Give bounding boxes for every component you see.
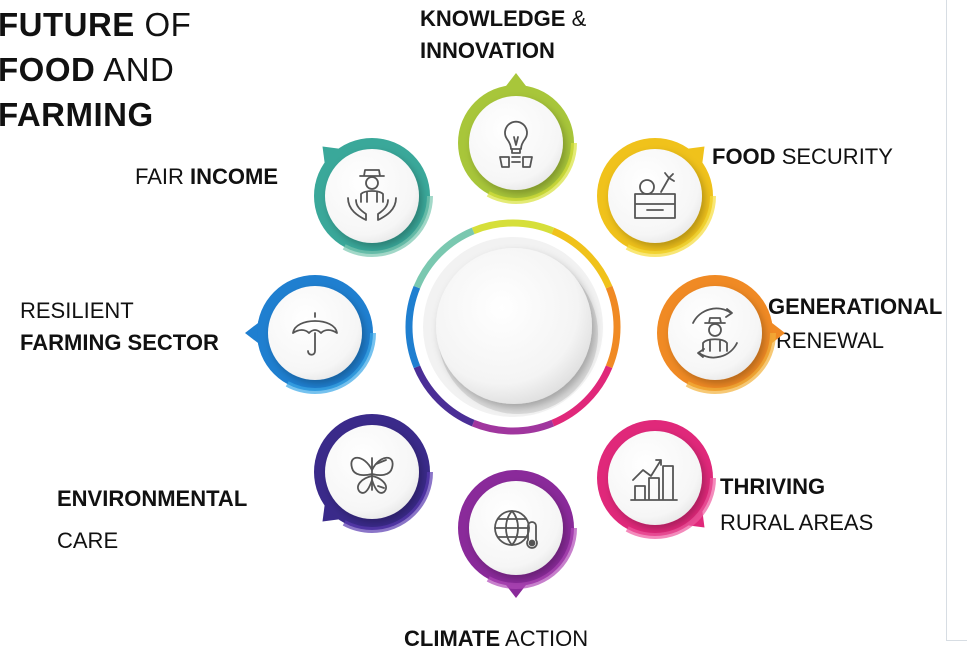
label-text: RESILIENT bbox=[20, 298, 134, 323]
label-food-security: FOOD SECURITY bbox=[712, 144, 893, 170]
label-knowledge-innovation: KNOWLEDGE & INNOVATION bbox=[420, 6, 586, 64]
title-word: AND bbox=[103, 51, 175, 88]
label-bold: INCOME bbox=[190, 164, 279, 189]
label-bold: FOOD bbox=[712, 144, 776, 169]
hub-ring-segment bbox=[471, 219, 555, 235]
hub-ring-segment bbox=[405, 285, 421, 369]
label-bold: GENERATIONAL bbox=[768, 294, 943, 319]
central-hub bbox=[436, 248, 592, 404]
globe-thermometer-icon bbox=[494, 510, 538, 549]
node-environmental bbox=[311, 411, 433, 533]
title-word: FUTURE bbox=[0, 6, 135, 43]
hub-ring-segment bbox=[413, 227, 475, 289]
growth-chart-icon bbox=[630, 459, 678, 501]
label-text: CARE bbox=[57, 528, 119, 553]
node-generational bbox=[654, 272, 785, 394]
label-fair-income: FAIR INCOME bbox=[135, 164, 278, 190]
node-ring-highlight bbox=[311, 135, 433, 257]
label-text: ACTION bbox=[505, 626, 589, 651]
diagram-title: FUTURE OF FOOD AND FARMING bbox=[0, 2, 191, 137]
node-ring-highlight bbox=[594, 135, 716, 257]
node-ring-highlight bbox=[455, 467, 577, 589]
umbrella-icon bbox=[292, 312, 338, 356]
label-bold: ENVIRONMENTAL bbox=[57, 486, 248, 511]
label-text: & bbox=[571, 6, 587, 31]
node-fair-income bbox=[311, 135, 433, 257]
farmer-hands-icon bbox=[347, 169, 397, 221]
label-text: FAIR bbox=[135, 164, 184, 189]
node-resilient bbox=[245, 272, 376, 394]
label-climate-action: CLIMATE ACTION bbox=[404, 626, 588, 652]
node-ring-highlight bbox=[594, 417, 716, 539]
node-disc bbox=[668, 286, 762, 380]
label-text: RENEWAL bbox=[776, 328, 884, 353]
label-text: SECURITY bbox=[781, 144, 893, 169]
label-bold: FARMING SECTOR bbox=[20, 330, 219, 355]
label-generational-renewal: GENERATIONAL RENEWAL bbox=[768, 294, 942, 354]
label-thriving-rural-areas: THRIVING RURAL AREAS bbox=[720, 474, 873, 536]
hub-ring-segment bbox=[471, 419, 555, 435]
hub-ring-segment bbox=[551, 365, 613, 427]
satellite-nodes bbox=[245, 73, 785, 598]
label-environmental-care: ENVIRONMENTAL CARE bbox=[57, 486, 247, 554]
label-resilient-farming-sector: RESILIENT FARMING SECTOR bbox=[20, 298, 219, 356]
label-bold: THRIVING bbox=[720, 474, 826, 499]
node-ring-highlight bbox=[311, 411, 433, 533]
central-hub-ring bbox=[405, 219, 621, 435]
hub-ring-segment bbox=[605, 285, 621, 369]
node-food-security bbox=[594, 135, 716, 257]
node-disc bbox=[325, 149, 419, 243]
node-knowledge bbox=[455, 73, 577, 204]
title-word: FOOD bbox=[0, 51, 96, 88]
farmer-cycle-icon bbox=[692, 307, 738, 359]
hub-ring-segment bbox=[551, 227, 613, 289]
node-ring-highlight bbox=[455, 82, 577, 204]
node-ring-highlight bbox=[254, 272, 376, 394]
node-climate bbox=[455, 467, 577, 598]
vegetable-crate-icon bbox=[634, 172, 676, 219]
side-panel-edge bbox=[946, 0, 967, 641]
title-word: FARMING bbox=[0, 96, 154, 133]
label-bold: INNOVATION bbox=[420, 38, 555, 63]
label-bold: KNOWLEDGE bbox=[420, 6, 566, 31]
hub-ring-segment bbox=[413, 365, 475, 427]
lightbulb-icon bbox=[499, 120, 533, 168]
node-thriving bbox=[594, 417, 716, 539]
node-ring-highlight bbox=[654, 272, 776, 394]
label-text: RURAL AREAS bbox=[720, 510, 874, 535]
butterfly-leaf-icon bbox=[350, 456, 394, 494]
node-disc bbox=[608, 149, 702, 243]
label-bold: CLIMATE bbox=[404, 626, 501, 651]
title-word: OF bbox=[144, 6, 192, 43]
